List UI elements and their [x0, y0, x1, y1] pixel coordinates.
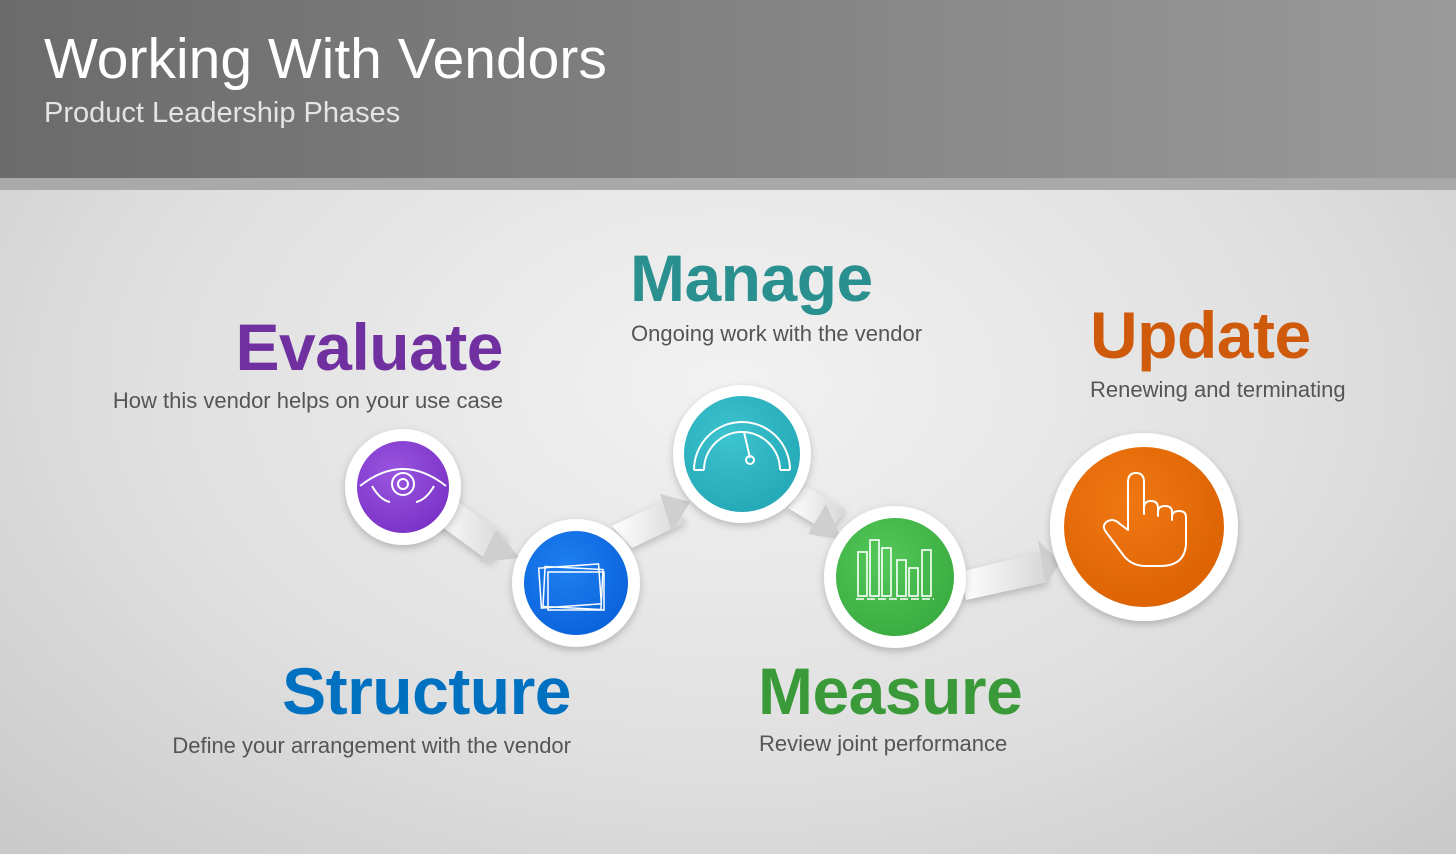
- arrow-measure-to-update: [960, 540, 1060, 600]
- structure-node: [512, 519, 640, 647]
- phase-title-evaluate: Evaluate: [235, 310, 504, 384]
- manage-node: [673, 385, 811, 523]
- gauge-icon: [693, 421, 791, 471]
- phase-desc-evaluate: How this vendor helps on your use case: [112, 388, 503, 413]
- phase-desc-update: Renewing and terminating: [1090, 377, 1346, 402]
- header-divider: [0, 178, 1456, 190]
- page-title: Working With Vendors: [44, 27, 607, 91]
- phase-desc-measure: Review joint performance: [759, 731, 1008, 756]
- phase-title-measure: Measure: [758, 654, 1023, 728]
- phase-title-manage: Manage: [630, 241, 873, 315]
- bar-chart-icon: [856, 539, 934, 600]
- pointer-hand-icon: [1102, 472, 1187, 567]
- update-node: [1050, 433, 1238, 621]
- eye-icon: [359, 468, 447, 503]
- evaluate-node: [345, 429, 461, 545]
- header-banner: [0, 0, 1456, 178]
- measure-node: [824, 506, 966, 648]
- phase-desc-manage: Ongoing work with the vendor: [631, 321, 923, 346]
- page-subtitle: Product Leadership Phases: [44, 97, 401, 129]
- phase-title-update: Update: [1090, 298, 1311, 372]
- layers-icon: [537, 563, 605, 611]
- phase-desc-structure: Define your arrangement with the vendor: [172, 733, 571, 758]
- arrow-structure-to-manage: [612, 494, 690, 548]
- phase-title-structure: Structure: [282, 654, 571, 728]
- arrow-manage-to-measure: [788, 486, 846, 540]
